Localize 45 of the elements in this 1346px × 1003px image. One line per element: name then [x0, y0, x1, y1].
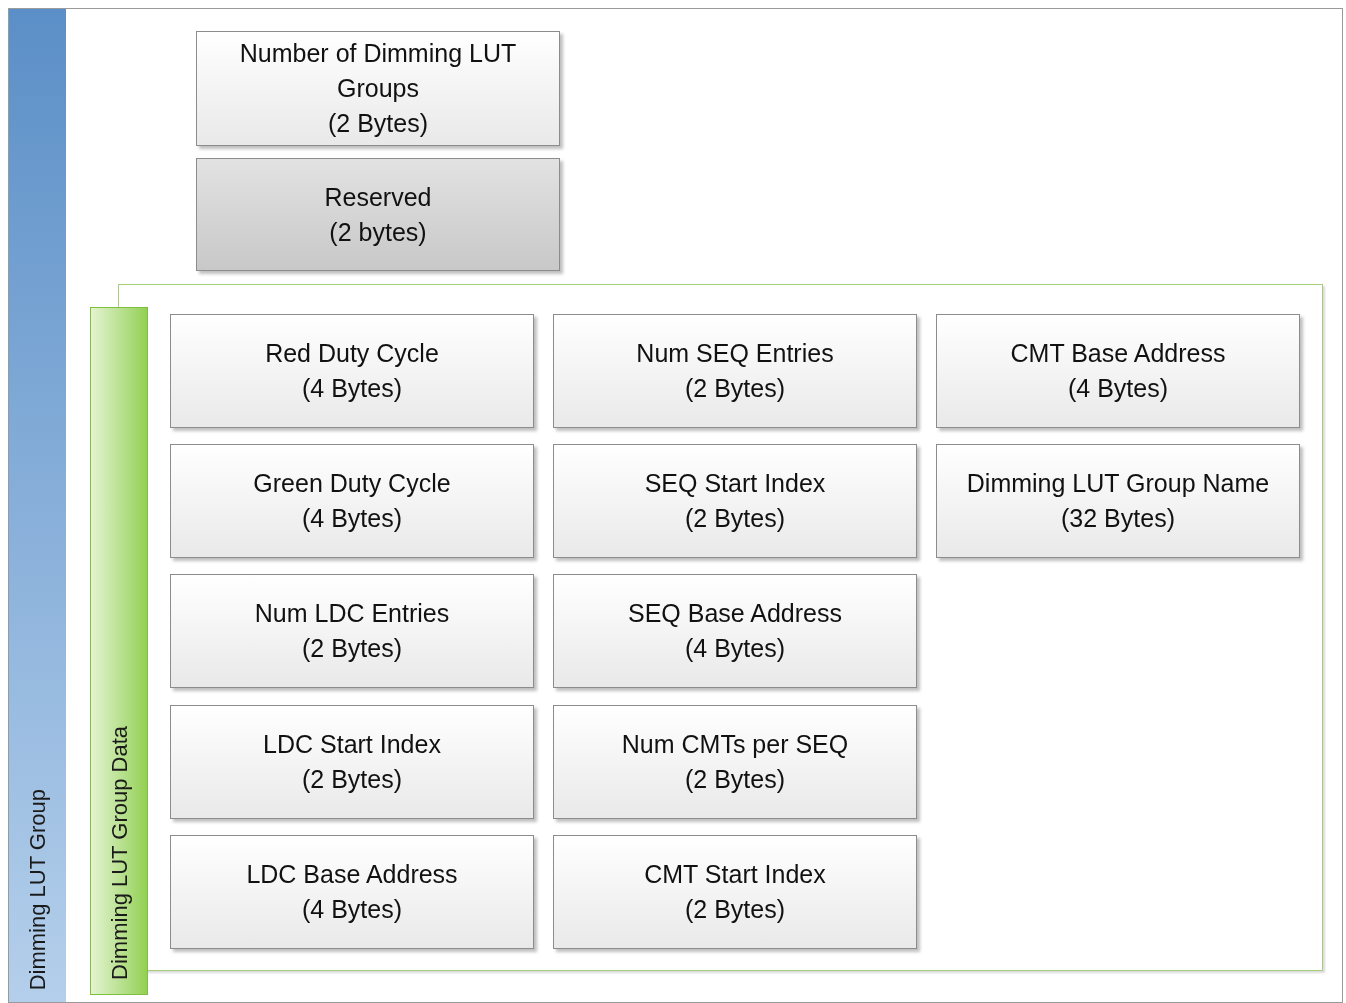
- field-size: (2 Bytes): [302, 764, 402, 795]
- field-size: (2 Bytes): [685, 503, 785, 534]
- field-box: [170, 314, 534, 428]
- field-size: (2 Bytes): [328, 108, 428, 139]
- field-size: (2 Bytes): [685, 894, 785, 925]
- field-name: Green Duty Cycle: [253, 468, 451, 499]
- field-size: (2 Bytes): [302, 633, 402, 664]
- outer-container: [8, 8, 1343, 1003]
- group-title: Dimming LUT Group: [24, 788, 51, 990]
- field-box: [170, 835, 534, 949]
- field-size: (2 bytes): [329, 216, 427, 248]
- field-name: CMT Base Address: [1010, 338, 1226, 369]
- field-name: LDC Base Address: [246, 859, 458, 890]
- field-size: (4 Bytes): [302, 503, 402, 534]
- field-name: Reserved: [324, 181, 432, 213]
- field-box: [553, 705, 917, 819]
- field-size: (4 Bytes): [302, 373, 402, 404]
- field-size: (2 Bytes): [685, 764, 785, 795]
- field-box: [170, 444, 534, 558]
- field-size: (4 Bytes): [1068, 373, 1168, 404]
- field-name: SEQ Base Address: [628, 598, 842, 629]
- field-box: [170, 574, 534, 688]
- field-name: Num LDC Entries: [254, 598, 450, 629]
- field-size: (4 Bytes): [685, 633, 785, 664]
- field-name: Number of Dimming LUT Groups: [238, 38, 518, 104]
- reserved-field-box: [196, 158, 560, 271]
- field-name: LDC Start Index: [263, 729, 441, 760]
- field-box: [553, 314, 917, 428]
- field-size: (4 Bytes): [302, 894, 402, 925]
- field-name: Dimming LUT Group Name: [966, 468, 1270, 499]
- field-box: [170, 705, 534, 819]
- field-box: [553, 835, 917, 949]
- field-size: (32 Bytes): [1061, 503, 1175, 534]
- field-name: SEQ Start Index: [644, 468, 826, 499]
- field-box: [936, 444, 1300, 558]
- field-box: [936, 314, 1300, 428]
- field-box: [196, 31, 560, 146]
- field-box: [553, 444, 917, 558]
- field-box: [553, 574, 917, 688]
- field-name: Num SEQ Entries: [636, 338, 834, 369]
- field-name: Red Duty Cycle: [265, 338, 439, 369]
- field-size: (2 Bytes): [685, 373, 785, 404]
- field-name: Num CMTs per SEQ: [621, 729, 849, 760]
- field-name: CMT Start Index: [644, 859, 826, 890]
- group-title: Dimming LUT Group Data: [105, 726, 133, 980]
